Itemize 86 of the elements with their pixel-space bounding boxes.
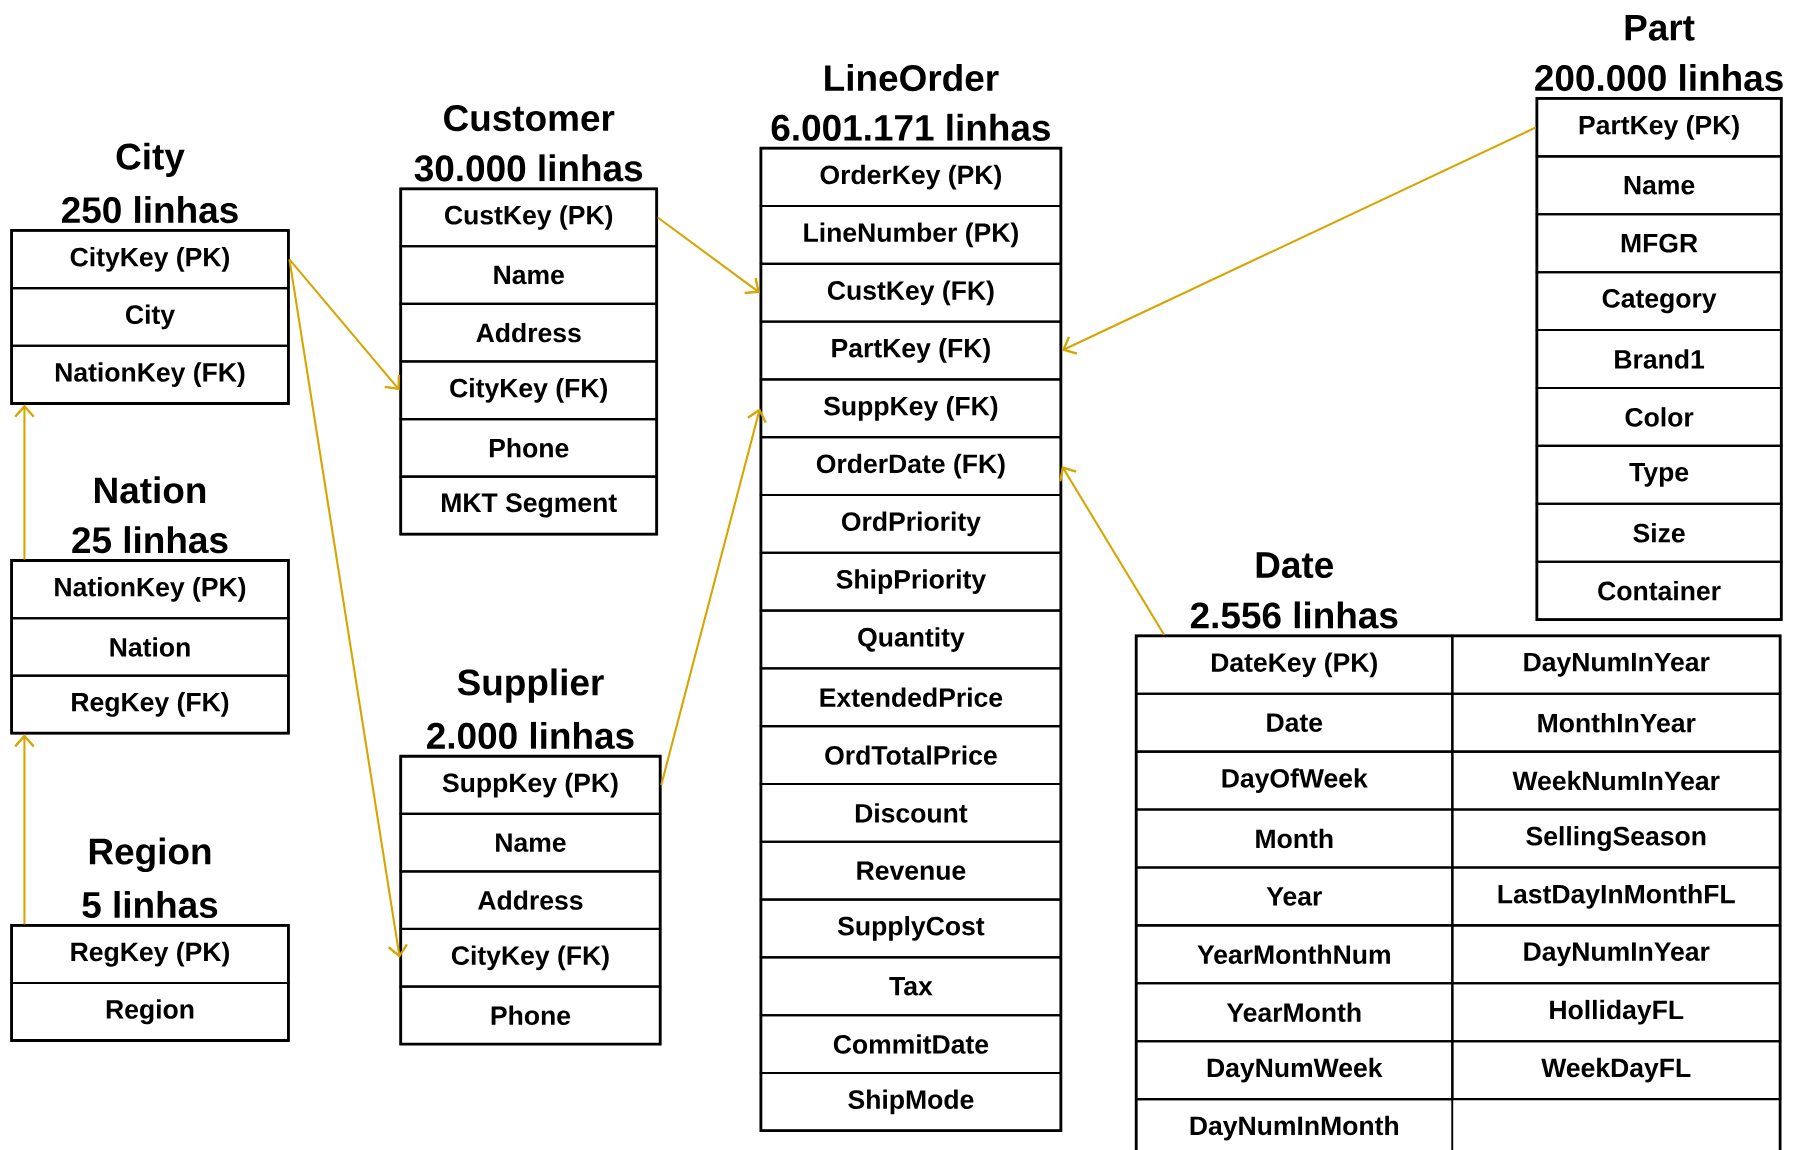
table-row: Month xyxy=(1135,808,1454,869)
table-row: WeekNumInYear xyxy=(1451,750,1782,811)
table-title: 6.001.171 linhas xyxy=(771,113,1050,141)
table-row: DayNumInYear xyxy=(1451,634,1782,695)
table-title: Supplier xyxy=(457,668,604,703)
table-row: MonthInYear xyxy=(1451,692,1782,753)
table-row: DayNumWeek xyxy=(1135,1040,1454,1101)
arrow xyxy=(660,408,767,786)
table-row: DayNumInMonth xyxy=(1135,1098,1454,1150)
table-row: CommitDate xyxy=(759,1014,1062,1074)
table-row: YearMonthNum xyxy=(1135,924,1454,985)
table-row: WeekDayFL xyxy=(1451,1040,1782,1101)
arrow xyxy=(14,404,35,560)
arrow xyxy=(288,258,401,391)
table-row: Container xyxy=(1535,560,1783,621)
table-row: SupplyCost xyxy=(759,898,1062,959)
table-row: Address xyxy=(399,870,662,930)
table-row: Size xyxy=(1535,502,1783,563)
table-title: Nation xyxy=(95,476,206,504)
table-row: Brand1 xyxy=(1535,329,1783,389)
arrow xyxy=(14,734,35,925)
table-row: YearMonth xyxy=(1135,982,1454,1043)
table-row: ShipPriority xyxy=(759,551,1062,612)
table-row: CityKey (FK) xyxy=(399,360,658,421)
table-title: Customer xyxy=(444,105,615,132)
table-row: CustKey (PK) xyxy=(399,187,658,248)
table-row: Date xyxy=(1135,692,1454,753)
table-row: CityKey (FK) xyxy=(399,927,662,988)
table-title: LineOrder xyxy=(825,64,999,92)
table-row: PartKey (FK) xyxy=(759,320,1062,381)
table-title: 2.556 linhas xyxy=(1190,601,1398,629)
table-row: HollidayFL xyxy=(1451,982,1782,1043)
arrow xyxy=(1061,126,1537,355)
table-row: Name xyxy=(1535,155,1783,216)
table-row: Quantity xyxy=(759,609,1062,670)
table-row: DayOfWeek xyxy=(1135,750,1454,811)
table-title: 25 linhas xyxy=(72,526,228,554)
table-row: Phone xyxy=(399,418,658,478)
table-row: NationKey (FK) xyxy=(10,344,290,405)
table-row: CustKey (FK) xyxy=(759,262,1062,323)
table-row: OrdPriority xyxy=(759,493,1062,554)
table-row: Nation xyxy=(10,617,290,677)
table-row: City xyxy=(10,287,290,347)
table-title: Date xyxy=(1256,552,1333,579)
table-row: LastDayInMonthFL xyxy=(1451,866,1782,927)
table-row: NationKey (PK) xyxy=(10,559,290,620)
table-title: City xyxy=(116,142,185,177)
table-row: Year xyxy=(1135,866,1454,927)
table-title: Part xyxy=(1625,14,1695,41)
table-row: DateKey (PK) xyxy=(1135,634,1454,695)
table-title: 250 linhas xyxy=(62,196,238,224)
table-row: SuppKey (FK) xyxy=(759,378,1062,439)
table-row: OrderDate (FK) xyxy=(759,436,1062,496)
table-row: Tax xyxy=(759,956,1062,1017)
table-row: RegKey (FK) xyxy=(10,674,290,735)
table-row: Phone xyxy=(399,985,662,1046)
table-row: Region xyxy=(10,981,290,1042)
arrow xyxy=(288,259,408,958)
table-row: Name xyxy=(399,245,658,305)
table-title: 2.000 linhas xyxy=(427,721,634,749)
table-row: MKT Segment xyxy=(399,475,658,536)
table-title: Region xyxy=(89,837,211,872)
table-title: 200.000 linhas xyxy=(1535,64,1783,92)
table-row: Color xyxy=(1535,386,1783,447)
table-row: MFGR xyxy=(1535,213,1783,274)
table-title: 30.000 linhas xyxy=(414,154,643,182)
table-row: PartKey (PK) xyxy=(1535,97,1783,158)
table-row: CityKey (PK) xyxy=(10,229,290,290)
table-row: Revenue xyxy=(759,840,1062,901)
arrow xyxy=(657,216,760,295)
table-row: DayNumInYear xyxy=(1451,924,1782,985)
table-row: OrderKey (PK) xyxy=(759,147,1062,207)
table-row: RegKey (PK) xyxy=(10,924,290,984)
table-row: SuppKey (PK) xyxy=(399,755,662,815)
table-row: Type xyxy=(1535,444,1783,505)
table-row: ExtendedPrice xyxy=(759,667,1062,728)
table-row: LineNumber (PK) xyxy=(759,204,1062,265)
table-row: Name xyxy=(399,812,662,873)
table-row: SellingSeason xyxy=(1451,808,1782,869)
table-title: 5 linhas xyxy=(82,890,218,919)
table-row: OrdTotalPrice xyxy=(759,725,1062,786)
table-row: Address xyxy=(399,302,658,363)
table-row: Discount xyxy=(759,782,1062,843)
arrow xyxy=(1059,466,1165,636)
table-row: ShipMode xyxy=(759,1071,1062,1132)
table-row: Category xyxy=(1535,271,1783,332)
